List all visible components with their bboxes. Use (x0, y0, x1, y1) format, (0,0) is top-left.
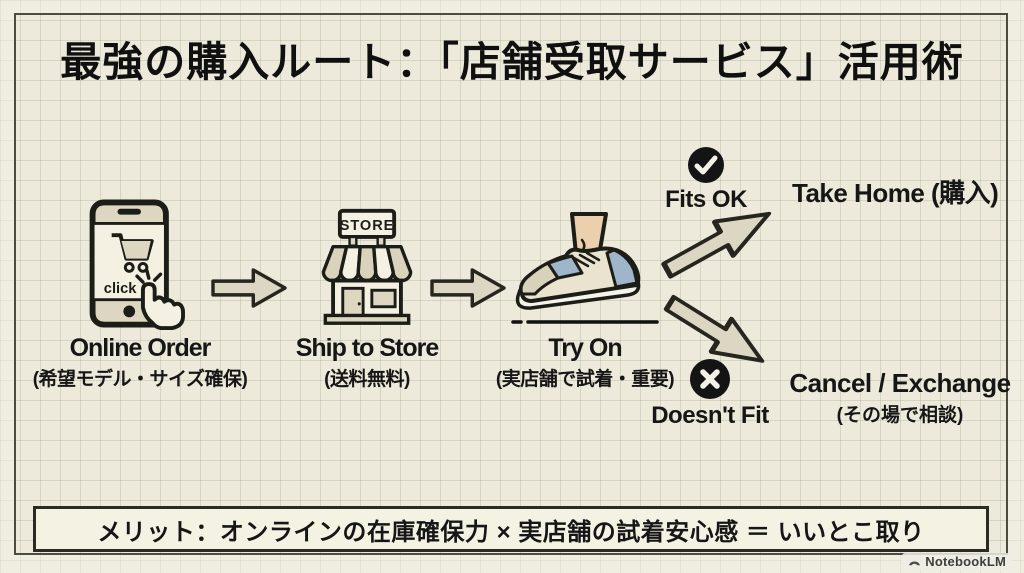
branch-label-doesnt-fit: Doesn't Fit (651, 402, 769, 429)
step-try-on: Try On (実店舗で試着・重要) (470, 202, 700, 391)
notebooklm-logo-icon (909, 561, 921, 566)
outcome-cancel-exchange-label: Cancel / Exchange (789, 368, 1011, 398)
sneaker-icon-wrap (470, 202, 700, 330)
awning-icon (321, 244, 413, 283)
shoelaces-icon (572, 251, 601, 268)
step-sublabel-try-on: (実店舗で試着・重要) (495, 369, 675, 390)
benefit-banner-text: メリット：オンラインの在庫確保力 × 実店舗の試着安心感 ＝ いいとこ取り (97, 518, 925, 546)
store-icon-wrap: STORE (252, 202, 482, 330)
branch-label-fits-ok: Fits OK (665, 186, 747, 213)
watermark: NotebookLM (902, 553, 1012, 570)
watermark-text: NotebookLM (925, 554, 1006, 569)
x-circle-icon (690, 359, 730, 399)
phone-shopping-icon: click (89, 199, 185, 330)
phone-click-text: click (104, 281, 137, 297)
storefront-icon: STORE (321, 208, 413, 325)
outcome-cancel-exchange: Cancel / Exchange (その場で相談) (788, 368, 1012, 427)
step-sublabel-online-order: (希望モデル・サイズ確保) (32, 369, 248, 390)
outcome-take-home: Take Home (購入) (792, 178, 999, 208)
phone-order-icon-wrap: click (25, 199, 255, 330)
benefit-banner: メリット：オンラインの在庫確保力 × 実店舗の試着安心感 ＝ いいとこ取り (33, 506, 989, 552)
branch-doesnt-fit: Doesn't Fit (650, 358, 770, 430)
step-label-try-on: Try On (548, 334, 622, 362)
flow-arrow-right-icon (211, 268, 287, 308)
page-title: 最強の購入ルート：「店舗受取サービス」活用術 (60, 39, 964, 85)
step-sublabel-ship-to-store: (送料無料) (324, 369, 410, 390)
step-label-ship-to-store: Ship to Store (295, 334, 440, 362)
click-burst-icon (135, 268, 163, 284)
store-sign-text: STORE (340, 218, 395, 234)
hand-cursor-icon (140, 282, 185, 330)
check-circle-icon (688, 147, 724, 183)
sneaker-try-on-icon (511, 212, 659, 324)
flow-arrow-down-right-icon (663, 294, 765, 363)
step-ship-to-store: STORE Ship to Store (送料無料) (252, 202, 482, 391)
flow-arrow-up-right-icon (661, 211, 772, 279)
step-online-order: click Online Order (希望モデル・サイズ確保) (25, 199, 255, 391)
flow-arrow-right-icon (430, 268, 506, 308)
outcome-cancel-exchange-sublabel: (その場で相談) (836, 405, 964, 426)
branch-fits-ok: Fits OK (663, 146, 749, 214)
step-label-online-order: Online Order (69, 334, 212, 362)
